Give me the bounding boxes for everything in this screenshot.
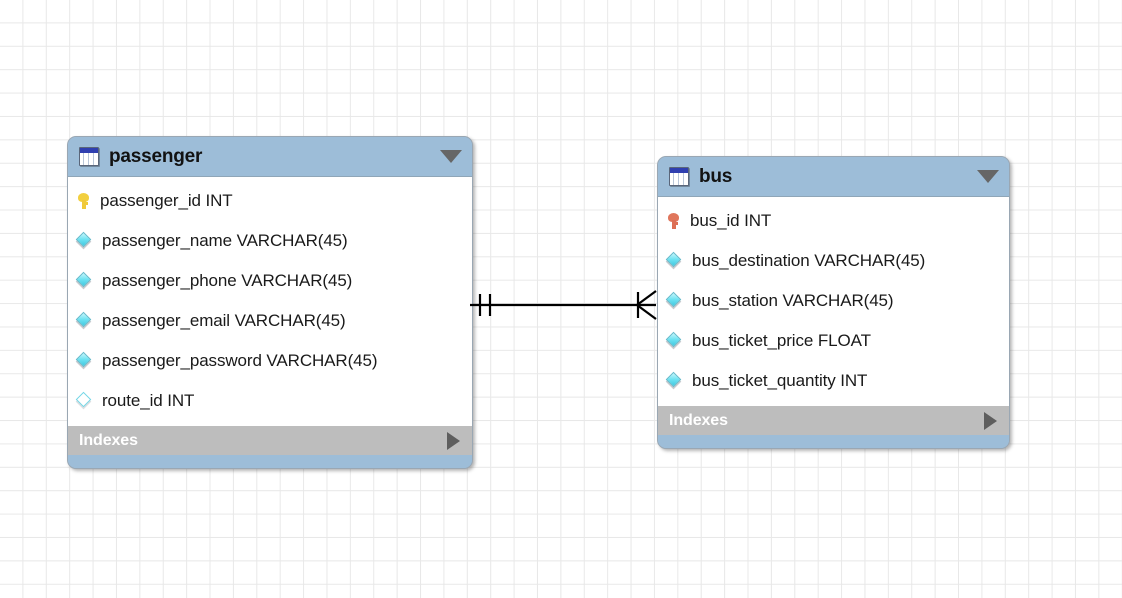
column-label: bus_station VARCHAR(45) [692, 291, 894, 310]
chevron-down-icon[interactable] [440, 150, 462, 163]
column-filled-diamond-icon [666, 332, 684, 350]
column-filled-diamond-icon [666, 292, 684, 310]
chevron-right-icon[interactable] [447, 431, 460, 450]
table-header-passenger[interactable]: passenger [68, 137, 472, 177]
column-label: passenger_password VARCHAR(45) [102, 351, 378, 370]
column-filled-diamond-icon [76, 272, 94, 290]
er-table-bus[interactable]: bus bus_id INT bus_destination VARCHAR(4… [657, 156, 1010, 449]
column-label: bus_ticket_price FLOAT [692, 331, 871, 350]
indexes-label: Indexes [669, 411, 728, 429]
column-label: passenger_id INT [100, 191, 233, 210]
column-label: passenger_email VARCHAR(45) [102, 311, 346, 330]
table-row[interactable]: bus_id INT [658, 201, 1009, 241]
column-filled-diamond-icon [76, 352, 94, 370]
chevron-right-icon[interactable] [984, 411, 997, 430]
crowsfoot-prong-top [636, 290, 657, 306]
indexes-section-passenger[interactable]: Indexes [68, 425, 472, 455]
table-row[interactable]: passenger_id INT [68, 181, 472, 221]
column-filled-diamond-icon [666, 372, 684, 390]
relationship-connector-passenger-bus[interactable] [466, 275, 676, 335]
primary-key-icon [76, 192, 92, 210]
table-footer-strip [68, 455, 472, 468]
table-title: passenger [109, 145, 203, 167]
column-filled-diamond-icon [76, 232, 94, 250]
er-table-passenger[interactable]: passenger passenger_id INT passenger_nam… [67, 136, 473, 469]
table-row[interactable]: passenger_phone VARCHAR(45) [68, 261, 472, 301]
column-hollow-diamond-icon [76, 392, 94, 410]
table-icon [669, 167, 689, 186]
table-row[interactable]: route_id INT [68, 381, 472, 421]
table-columns-passenger: passenger_id INT passenger_name VARCHAR(… [68, 177, 472, 425]
table-title: bus [699, 165, 733, 187]
column-label: route_id INT [102, 391, 195, 410]
table-row[interactable]: bus_destination VARCHAR(45) [658, 241, 1009, 281]
indexes-section-bus[interactable]: Indexes [658, 405, 1009, 435]
table-columns-bus: bus_id INT bus_destination VARCHAR(45) b… [658, 197, 1009, 405]
table-row[interactable]: bus_station VARCHAR(45) [658, 281, 1009, 321]
primary-key-icon [666, 212, 682, 230]
table-row[interactable]: passenger_name VARCHAR(45) [68, 221, 472, 261]
column-label: passenger_name VARCHAR(45) [102, 231, 348, 250]
column-label: bus_id INT [690, 211, 772, 230]
column-label: passenger_phone VARCHAR(45) [102, 271, 353, 290]
column-label: bus_destination VARCHAR(45) [692, 251, 926, 270]
table-row[interactable]: passenger_password VARCHAR(45) [68, 341, 472, 381]
column-filled-diamond-icon [76, 312, 94, 330]
crowsfoot-prong-bottom [636, 304, 657, 320]
table-footer-strip [658, 435, 1009, 448]
chevron-down-icon[interactable] [977, 170, 999, 183]
table-row[interactable]: bus_ticket_price FLOAT [658, 321, 1009, 361]
table-header-bus[interactable]: bus [658, 157, 1009, 197]
column-label: bus_ticket_quantity INT [692, 371, 868, 390]
indexes-label: Indexes [79, 431, 138, 449]
table-row[interactable]: passenger_email VARCHAR(45) [68, 301, 472, 341]
table-icon [79, 147, 99, 166]
column-filled-diamond-icon [666, 252, 684, 270]
table-row[interactable]: bus_ticket_quantity INT [658, 361, 1009, 401]
